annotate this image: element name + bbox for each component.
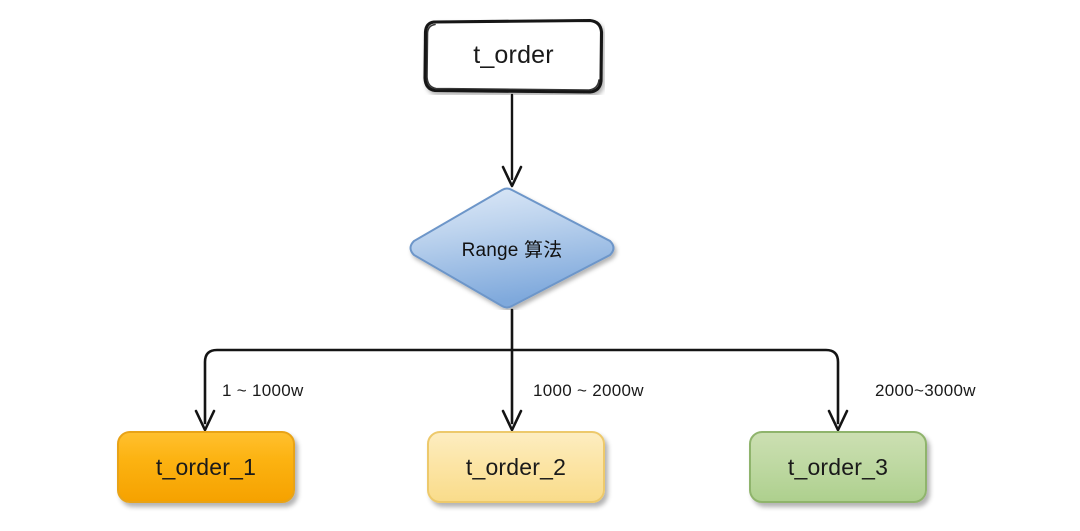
node-range-algorithm[interactable]: Range 算法: [403, 186, 621, 310]
edge-label-range-1: 1 ~ 1000w: [222, 381, 304, 400]
node-t-order-label: t_order: [473, 41, 554, 69]
node-t-order-3-label: t_order_3: [787, 453, 889, 480]
node-t-order[interactable]: t_order: [422, 16, 605, 95]
node-t-order-1[interactable]: t_order_1: [117, 431, 295, 503]
node-t-order-1-label: t_order_1: [155, 453, 257, 480]
edge-root-to-decision: [501, 93, 523, 188]
edge-branch-center: [501, 348, 523, 432]
node-t-order-3[interactable]: t_order_3: [749, 431, 927, 503]
node-range-algorithm-shape: [409, 187, 615, 309]
node-t-order-2[interactable]: t_order_2: [427, 431, 605, 503]
edge-branch-left: [194, 348, 514, 432]
node-range-algorithm-label: Range 算法: [461, 239, 563, 261]
edge-label-range-2: 1000 ~ 2000w: [533, 381, 644, 400]
node-t-order-2-label: t_order_2: [465, 453, 567, 480]
node-t-order-outline: [423, 18, 604, 94]
edge-label-range-3: 2000~3000w: [875, 381, 976, 400]
edge-branch-right: [510, 348, 849, 432]
